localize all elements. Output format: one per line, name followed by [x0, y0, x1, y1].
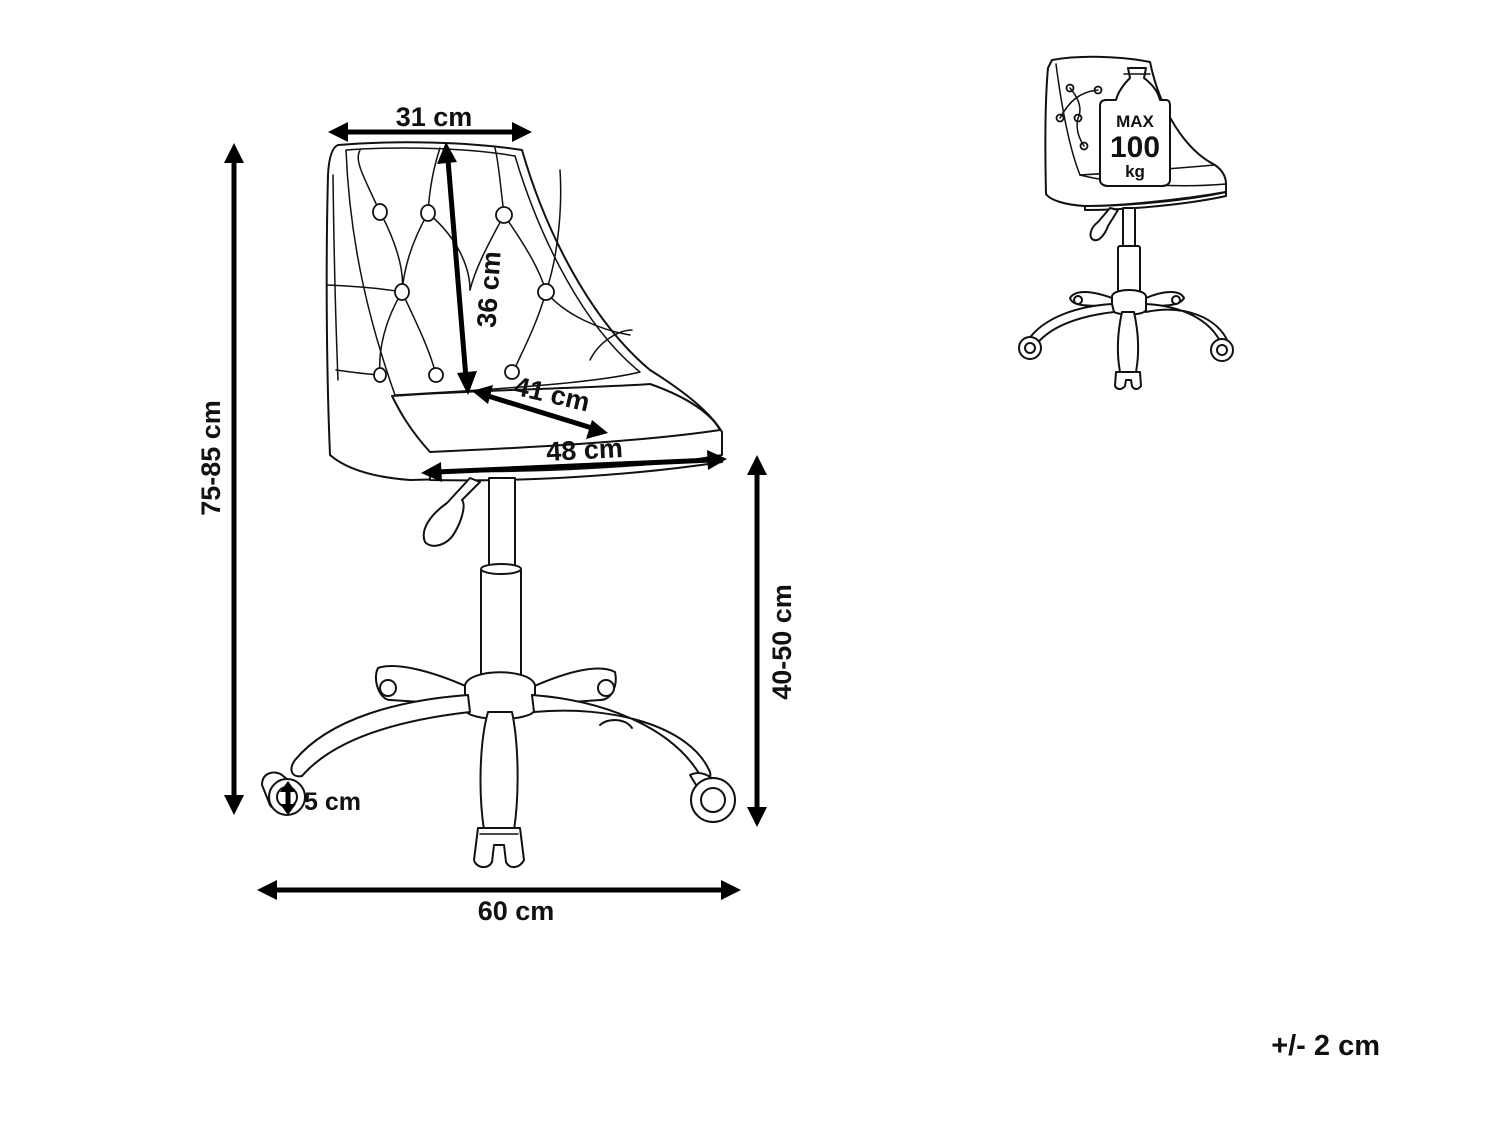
weight-icon — [1099, 67, 1171, 187]
load-capacity-illustration: MAX 100 kg — [1018, 55, 1234, 390]
wheel-diameter-label: 5 cm — [304, 788, 361, 816]
base-leg-right — [531, 694, 712, 782]
seat-width-label: 48 cm — [546, 433, 624, 467]
backrest-inner — [345, 147, 641, 396]
seat-height-label: 40-50 cm — [767, 584, 797, 700]
base-leg-left — [290, 694, 471, 778]
backrest-width-label: 31 cm — [396, 102, 473, 132]
max-load-unit: kg — [1125, 162, 1145, 181]
backrest-height-label: 36 cm — [471, 250, 506, 328]
caster-front — [473, 827, 525, 868]
base-leg-front — [479, 711, 519, 831]
max-label: MAX — [1116, 112, 1154, 131]
total-height-label: 75-85 cm — [196, 400, 226, 516]
tolerance-note: +/- 2 cm — [1271, 1030, 1380, 1062]
max-load-value: 100 — [1110, 131, 1160, 164]
gas-cylinder — [480, 567, 522, 679]
base-width-label: 60 cm — [478, 896, 555, 926]
chair-illustration — [261, 141, 736, 868]
caster-right — [689, 772, 736, 823]
height-lever — [422, 477, 481, 547]
dimension-lines — [224, 122, 767, 900]
